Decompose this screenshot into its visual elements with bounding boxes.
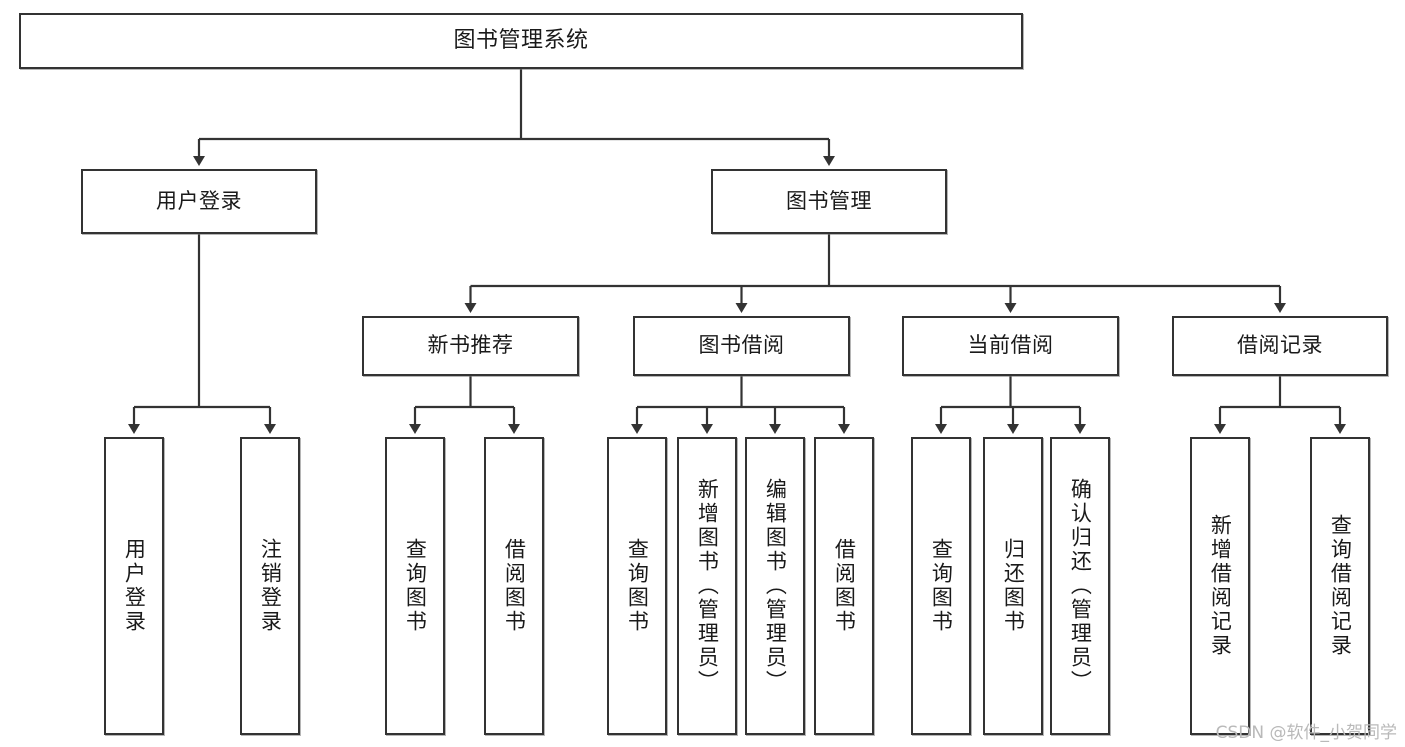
node-leaf-return-book[interactable]: 归还图书 <box>983 437 1043 735</box>
node-label: 注销登录 <box>258 538 283 634</box>
node-leaf-query-book-2[interactable]: 查询图书 <box>607 437 667 735</box>
node-label: 图书管理系统 <box>453 27 589 53</box>
node-label: 图书管理 <box>786 188 872 213</box>
node-leaf-query-book-1[interactable]: 查询图书 <box>385 437 445 735</box>
node-label: 图书借阅 <box>698 333 785 358</box>
node-label: 查询图书 <box>929 538 954 634</box>
node-leaf-borrow-book-1[interactable]: 借阅图书 <box>484 437 544 735</box>
node-leaf-add-borrow-record[interactable]: 新增借阅记录 <box>1190 437 1250 735</box>
node-leaf-edit-book-admin[interactable]: 编辑图书（管理员） <box>745 437 805 735</box>
node-label: 查询图书 <box>403 538 428 634</box>
node-label: 新增图书（管理员） <box>695 478 720 694</box>
node-label: 新书推荐 <box>427 333 514 358</box>
node-label: 确认归还（管理员） <box>1068 478 1093 694</box>
node-leaf-borrow-book-2[interactable]: 借阅图书 <box>814 437 874 735</box>
node-label: 借阅记录 <box>1237 333 1323 358</box>
node-borrow-record[interactable]: 借阅记录 <box>1172 316 1388 376</box>
node-label: 归还图书 <box>1001 538 1026 634</box>
node-label: 借阅图书 <box>502 538 527 634</box>
node-label: 编辑图书（管理员） <box>763 478 788 694</box>
node-current-borrow[interactable]: 当前借阅 <box>902 316 1119 376</box>
node-label: 查询图书 <box>625 538 650 634</box>
node-user-login[interactable]: 用户登录 <box>81 169 317 234</box>
node-leaf-add-book-admin[interactable]: 新增图书（管理员） <box>677 437 737 735</box>
node-leaf-query-book-3[interactable]: 查询图书 <box>911 437 971 735</box>
csdn-watermark: CSDN @软件_小贺同学 <box>1215 723 1397 743</box>
node-label: 查询借阅记录 <box>1328 514 1353 658</box>
node-leaf-user-logout[interactable]: 注销登录 <box>240 437 300 735</box>
node-leaf-user-login[interactable]: 用户登录 <box>104 437 164 735</box>
node-root[interactable]: 图书管理系统 <box>19 13 1023 69</box>
node-book-manage[interactable]: 图书管理 <box>711 169 947 234</box>
node-book-borrow[interactable]: 图书借阅 <box>633 316 850 376</box>
node-label: 借阅图书 <box>832 538 857 634</box>
node-leaf-confirm-return-admin[interactable]: 确认归还（管理员） <box>1050 437 1110 735</box>
node-leaf-query-borrow-record[interactable]: 查询借阅记录 <box>1310 437 1370 735</box>
node-label: 当前借阅 <box>967 333 1054 358</box>
node-label: 新增借阅记录 <box>1208 514 1233 658</box>
node-label: 用户登录 <box>156 188 242 213</box>
node-new-book-recommend[interactable]: 新书推荐 <box>362 316 579 376</box>
node-label: 用户登录 <box>122 538 147 634</box>
